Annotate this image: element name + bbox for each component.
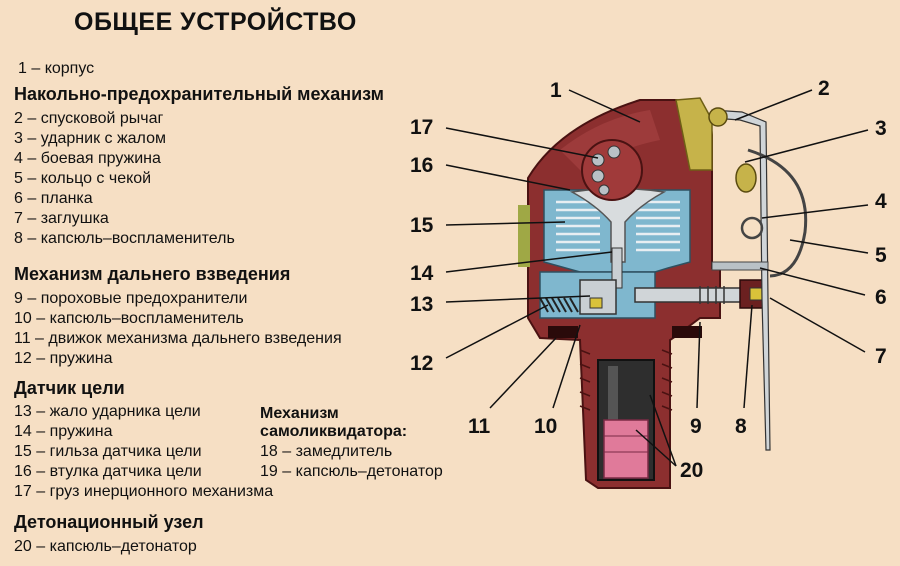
slider-spring [539, 297, 579, 313]
legend-item-18: 18 – замедлитель [260, 443, 393, 460]
legend-item-10: 10 – капсюль–воспламенитель [14, 310, 244, 327]
legend-item-19: 19 – капсюль–детонатор [260, 463, 443, 480]
cotter-pin [740, 216, 764, 240]
section-heading-self-destruct-1: Механизм [260, 405, 339, 422]
striker-primer [749, 287, 763, 301]
safety-ring [747, 148, 808, 278]
body-threads [579, 349, 673, 411]
detonator-capsule [603, 419, 649, 479]
callout-10: 10 [534, 415, 557, 438]
leader-lines [445, 89, 869, 467]
target-pin [611, 247, 623, 289]
legend-item-4: 4 – боевая пружина [14, 150, 161, 167]
section-heading-delay-arming: Механизм дальнего взведения [14, 264, 291, 284]
legend-item-17: 17 – груз инерционного механизма [14, 483, 274, 500]
top-plate [675, 97, 713, 171]
lever-plate [711, 261, 769, 271]
callout-20: 20 [680, 459, 703, 482]
legend-item-7: 7 – заглушка [14, 210, 109, 227]
powder-fuse-left [548, 326, 578, 338]
legend-item-11: 11 – движок механизма дальнего взведения [14, 330, 342, 347]
legend-item-5: 5 – кольцо с чекой [14, 170, 152, 187]
callout-5: 5 [875, 244, 887, 267]
callout-13: 13 [410, 293, 433, 316]
detonator-tube-highlight [608, 366, 618, 470]
legend-item-1: 1 – корпус [18, 60, 95, 77]
callout-15: 15 [410, 214, 434, 237]
legend-item-8: 8 – капсюль–воспламенитель [14, 230, 235, 247]
callout-11: 11 [468, 415, 491, 438]
striker-spring [699, 286, 725, 304]
body-left-rim [518, 205, 530, 267]
inertia-ball [591, 169, 605, 183]
callout-4: 4 [875, 190, 887, 213]
slider-block [579, 279, 617, 315]
callout-16: 16 [410, 154, 433, 177]
inertia-ball [591, 153, 605, 167]
callout-2: 2 [818, 77, 830, 100]
legend-item-2: 2 – спусковой рычаг [14, 110, 164, 127]
section-heading-detonation: Детонационный узел [14, 512, 204, 532]
callout-6: 6 [875, 286, 887, 309]
callout-14: 14 [410, 262, 434, 285]
section-heading-striker: Накольно-предохранительный механизм [14, 84, 384, 104]
legend-item-3: 3 – ударник с жалом [14, 130, 166, 147]
section-heading-self-destruct-2: самоликвидатора: [260, 423, 408, 440]
lever-pivot [708, 107, 728, 127]
callout-1: 1 [550, 79, 562, 102]
callout-17: 17 [410, 116, 433, 139]
legend-item-16: 16 – втулка датчика цели [14, 463, 202, 480]
striker-rod [634, 287, 744, 303]
page-title: ОБЩЕЕ УСТРОЙСТВО [74, 8, 357, 36]
inertia-ball [598, 184, 610, 196]
legend-item-9: 9 – пороховые предохранители [14, 290, 248, 307]
callout-7: 7 [875, 345, 887, 368]
inertia-ball [607, 145, 621, 159]
section-heading-target-sensor: Датчик цели [14, 378, 125, 398]
legend-item-14: 14 – пружина [14, 423, 113, 440]
callout-8: 8 [735, 415, 747, 438]
legend-item-20: 20 – капсюль–детонатор [14, 538, 197, 555]
callout-12: 12 [410, 352, 433, 375]
legend-item-6: 6 – планка [14, 190, 93, 207]
safety-pin-head [735, 163, 757, 193]
callout-9: 9 [690, 415, 702, 438]
callout-3: 3 [875, 117, 887, 140]
delay-primer [589, 297, 603, 309]
powder-fuse-right [672, 326, 702, 338]
legend-item-15: 15 – гильза датчика цели [14, 443, 202, 460]
legend-item-13: 13 – жало ударника цели [14, 403, 201, 420]
sensor-springs [556, 200, 680, 252]
trigger-lever [711, 109, 771, 451]
legend-item-12: 12 – пружина [14, 350, 113, 367]
